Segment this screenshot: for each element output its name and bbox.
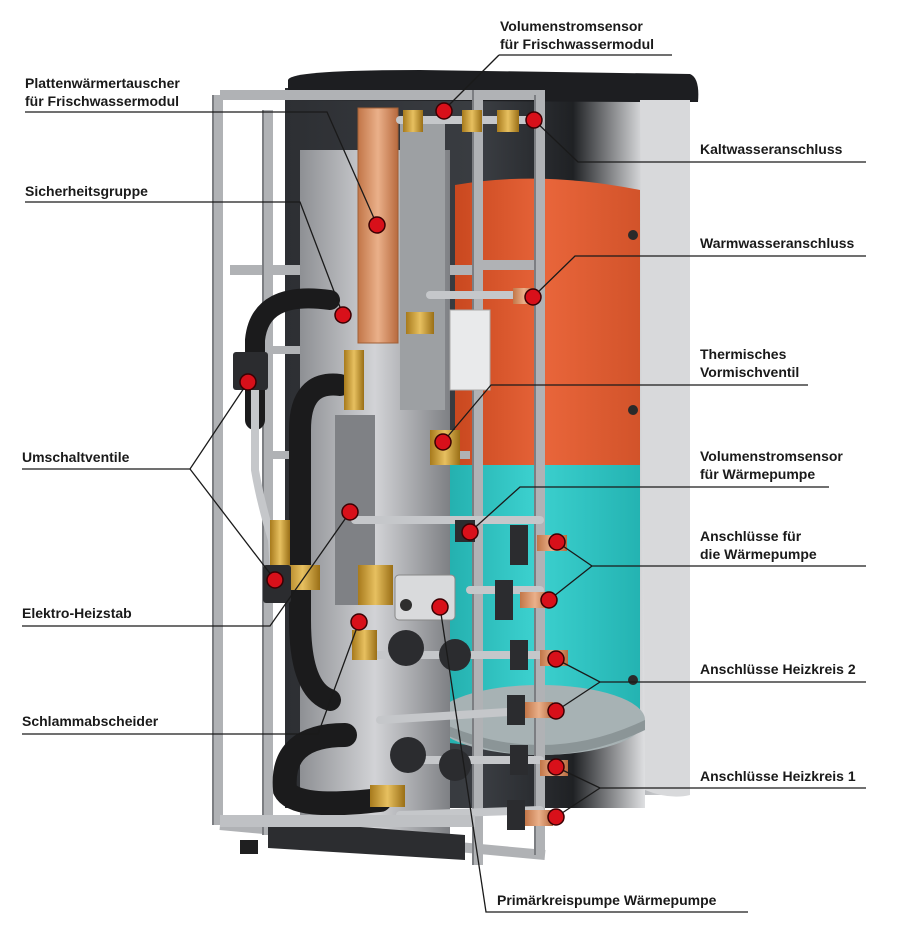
label-line: Umschaltventile [22, 449, 130, 465]
leader-volumenstromsensor-fw-diag [443, 54, 500, 111]
module-bracket [400, 120, 445, 410]
leader-elektroheizstab [22, 511, 351, 627]
label-line: die Wärmepumpe [700, 546, 817, 562]
label-umschaltventile: Umschaltventile [22, 448, 129, 466]
tank-hot-zone [455, 178, 640, 466]
leader-hk1-b [555, 787, 601, 818]
leader-anschluesse-wp-b [548, 565, 593, 601]
leader-lines [22, 54, 866, 913]
label-anschluesse-hk1: Anschlüsse Heizkreis 1 [700, 767, 856, 785]
pumps-and-valves [233, 352, 528, 830]
leader-vormischventil [442, 384, 808, 443]
label-kaltwasseranschluss: Kaltwasseranschluss [700, 140, 842, 158]
label-line: für Frischwassermodul [25, 93, 180, 109]
markers [239, 102, 566, 826]
marker-vormischventil [434, 433, 452, 451]
label-line: Plattenwärmertauscher [25, 75, 180, 91]
label-anschluesse-hk2: Anschlüsse Heizkreis 2 [700, 660, 856, 678]
marker-kaltwasseranschluss [525, 111, 543, 129]
marker-volumenstromsensor-fw [435, 102, 453, 120]
side-panel-edge [640, 100, 690, 797]
marker-wp-anschluss-2 [540, 591, 558, 609]
base-rail [220, 815, 475, 827]
marker-hk1-2 [547, 808, 565, 826]
marker-hk2-1 [547, 650, 565, 668]
control-box [449, 309, 491, 391]
leader-umschaltventile-b [189, 468, 276, 581]
label-line: Sicherheitsgruppe [25, 183, 148, 199]
label-line: Anschlüsse Heizkreis 1 [700, 768, 856, 784]
leader-kaltwasseranschluss [533, 119, 866, 163]
label-schlammabscheider: Schlammabscheider [22, 712, 158, 730]
label-plattenwaermetauscher: Plattenwärmertauscher für Frischwassermo… [25, 74, 180, 110]
label-line: Anschlüsse Heizkreis 2 [700, 661, 856, 677]
label-elektro-heizstab: Elektro-Heizstab [22, 604, 132, 622]
leader-primaerkreispumpe [439, 606, 748, 913]
marker-umschaltventil-1 [239, 373, 257, 391]
base-plate [268, 820, 465, 860]
insulated-pipes [245, 288, 392, 816]
marker-hk2-2 [547, 702, 565, 720]
label-line: Warmwasseranschluss [700, 235, 855, 251]
marker-sicherheitsgruppe [334, 306, 352, 324]
marker-warmwasseranschluss [524, 288, 542, 306]
label-line: für Wärmepumpe [700, 466, 816, 482]
label-line: Volumenstromsensor [500, 18, 643, 34]
marker-primaerkreispumpe [431, 598, 449, 616]
label-line: Elektro-Heizstab [22, 605, 132, 621]
label-line: Primärkreispumpe Wärmepumpe [497, 892, 717, 908]
marker-schlammabscheider [350, 613, 368, 631]
label-line: Vormischventil [700, 364, 800, 380]
marker-umschaltventil-2 [266, 571, 284, 589]
label-line: für Frischwassermodul [500, 36, 655, 52]
tank-bottom-rim [435, 720, 645, 755]
leader-plattenwaermetauscher [25, 111, 378, 226]
marker-plattenwaermetauscher [368, 216, 386, 234]
label-line: Thermisches [700, 346, 787, 362]
label-volumenstromsensor-fw: Volumenstromsensor für Frischwassermodul [500, 17, 654, 53]
label-sicherheitsgruppe: Sicherheitsgruppe [25, 182, 148, 200]
leader-schlammabscheider [22, 621, 360, 735]
label-line: Schlammabscheider [22, 713, 159, 729]
leader-hk2-b [555, 681, 601, 712]
leader-sicherheitsgruppe [25, 201, 344, 316]
leader-volumenstromsensor-wp [469, 486, 829, 533]
label-volumenstromsensor-wp: Volumenstromsensor für Wärmepumpe [700, 447, 843, 483]
label-line: Anschlüsse für [700, 528, 802, 544]
label-primaerkreispumpe: Primärkreispumpe Wärmepumpe [497, 891, 716, 909]
label-line: Kaltwasseranschluss [700, 141, 843, 157]
marker-wp-anschluss-1 [548, 533, 566, 551]
marker-volumenstromsensor-wp [461, 523, 479, 541]
brass-fittings [270, 110, 519, 807]
label-warmwasseranschluss: Warmwasseranschluss [700, 234, 854, 252]
marker-elektroheizstab [341, 503, 359, 521]
label-line: Volumenstromsensor [700, 448, 843, 464]
label-anschluesse-wp: Anschlüsse für die Wärmepumpe [700, 527, 817, 563]
leader-warmwasseranschluss [532, 255, 866, 298]
marker-hk1-1 [547, 758, 565, 776]
label-thermisches-vormischventil: Thermisches Vormischventil [700, 345, 799, 381]
